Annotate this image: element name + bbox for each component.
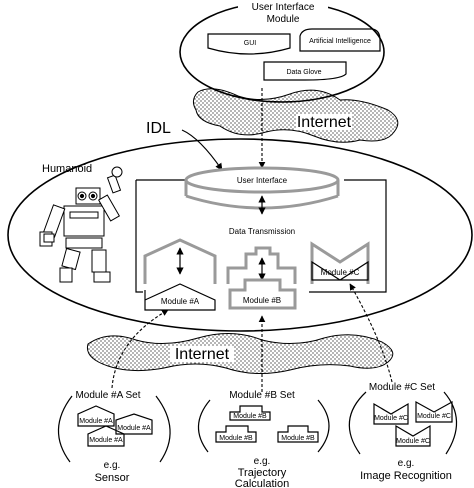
set-b-title: Module #B Set — [229, 390, 295, 401]
module-b-set: Module #B Set Module #B Module #B Module… — [197, 390, 330, 488]
set-b-desc-line1: Trajectory — [238, 467, 287, 479]
ai-label: Artificial Intelligence — [309, 38, 371, 45]
set-c-item-1-label: Module #C — [374, 415, 408, 422]
set-c-item-3-label: Module #C — [396, 438, 430, 445]
humanoid-robot — [39, 166, 123, 283]
idl-label: IDL — [146, 120, 171, 137]
gui-block — [207, 33, 291, 55]
set-a-item-3 — [87, 425, 125, 447]
internet-cloud-bottom: Internet — [86, 332, 394, 375]
set-a-eg: e.g. — [104, 460, 121, 471]
set-a-title: Module #A Set — [75, 390, 140, 401]
gui-label: GUI — [244, 40, 257, 47]
data-transmission-label: Data Transmission — [229, 227, 295, 236]
internet-cloud-top-shape — [192, 88, 399, 143]
humanoid-ellipse — [7, 138, 473, 332]
idl-arrow — [181, 129, 223, 171]
set-b-item-3-label: Module #B — [281, 435, 315, 442]
set-b-left-bracket — [197, 399, 211, 453]
module-a-set: Module #A Set Module #A Module #A Module… — [57, 390, 171, 484]
set-a-item-2 — [115, 413, 153, 435]
slot-c-socket — [310, 241, 370, 284]
core-ui-label: User Interface — [237, 176, 288, 185]
ui-cylinder-body — [184, 180, 340, 196]
core-frame — [135, 179, 387, 293]
ui-module-title-line1: User Interface — [252, 2, 315, 13]
set-b-desc-line2: Calculation — [235, 478, 289, 488]
set-c-item-2 — [415, 400, 453, 423]
internet-cloud-bottom-shape — [86, 332, 394, 375]
glove-label: Data Glove — [286, 69, 321, 76]
set-b-item-2 — [215, 425, 257, 443]
set-c-item-1 — [373, 402, 409, 425]
ai-block — [299, 28, 381, 52]
set-b-item-1 — [229, 405, 271, 421]
core-architecture: User Interface Data Transmission Module … — [135, 166, 387, 311]
set-c-desc: Image Recognition — [360, 470, 452, 482]
ui-module: User Interface Module GUI Artificial Int… — [179, 0, 385, 103]
internet-bottom-label: Internet — [175, 346, 230, 363]
set-a-desc: Sensor — [95, 472, 130, 484]
slot-a-socket — [143, 238, 217, 284]
set-b-item-2-label: Module #B — [219, 435, 253, 442]
set-b-right-bracket — [317, 399, 330, 453]
module-c-label: Module #C — [321, 268, 360, 277]
internet-top-label: Internet — [297, 114, 352, 131]
module-b-block — [228, 278, 297, 310]
set-a-item-3-label: Module #A — [89, 437, 123, 444]
humanoid-label: Humanoid — [42, 163, 92, 175]
set-b-item-3 — [277, 425, 319, 443]
set-c-right-bracket — [443, 391, 458, 455]
module-a-label: Module #A — [161, 297, 200, 306]
set-c-item-2-label: Module #C — [417, 413, 451, 420]
set-a-item-1-label: Module #A — [79, 418, 113, 425]
set-b-eg: e.g. — [254, 456, 271, 467]
module-c-set: Module #C Set Module #C Module #C Module… — [348, 382, 458, 482]
internet-cloud-top: Internet — [192, 88, 399, 143]
set-c-item-3 — [395, 424, 431, 447]
set-a-right-bracket — [155, 395, 171, 463]
set-a-left-bracket — [57, 395, 73, 463]
ui-module-title-line2: Module — [267, 14, 300, 25]
module-c-block — [311, 260, 369, 281]
set-a-item-2-label: Module #A — [117, 425, 151, 432]
set-a-item-1 — [77, 405, 115, 427]
set-b-item-1-label: Module #B — [233, 413, 267, 420]
slot-b-socket — [226, 246, 297, 284]
set-c-left-bracket — [348, 391, 367, 455]
set-c-eg: e.g. — [398, 458, 415, 469]
module-a-block — [144, 283, 216, 311]
module-b-label: Module #B — [243, 296, 281, 305]
set-a-arrow — [111, 309, 169, 389]
glove-block — [263, 61, 347, 81]
set-c-title: Module #C Set — [369, 382, 435, 393]
